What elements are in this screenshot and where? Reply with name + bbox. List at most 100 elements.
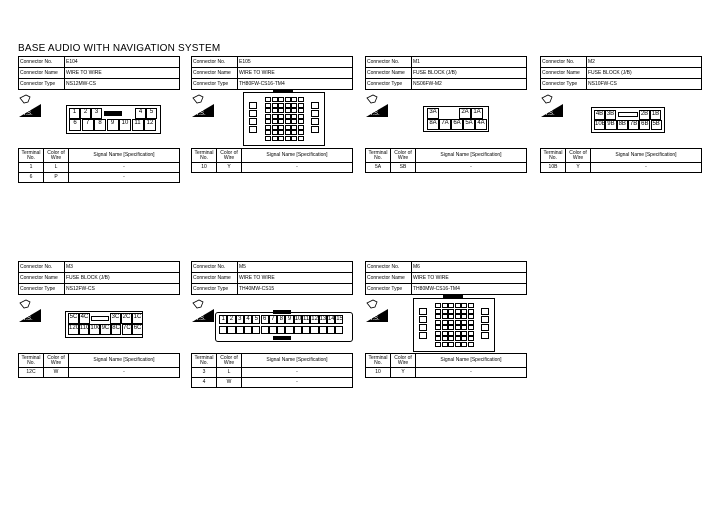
connector-pin: 7	[81, 119, 94, 131]
connector-cavity	[311, 118, 319, 125]
wire-color-header: Color of Wire	[390, 148, 416, 163]
hs-symbol: H.S.	[19, 94, 41, 117]
connector-cavity	[297, 119, 304, 124]
connector-cavity	[419, 316, 427, 323]
connector-pin: 5C	[68, 313, 79, 324]
info-key: Connector No.	[365, 261, 412, 273]
connector-pin: 8A	[427, 119, 439, 130]
wire-color-header: Color of Wire	[43, 353, 69, 368]
connector-pin: 7	[268, 315, 278, 324]
signal-name: -	[590, 162, 702, 173]
connector-cavity	[284, 130, 291, 135]
connector-cavity	[271, 119, 278, 124]
connector-pin: 2	[80, 108, 91, 119]
info-key: Connector No.	[365, 56, 412, 68]
connector-cavity	[291, 135, 297, 141]
info-key: Connector Type	[18, 78, 65, 90]
connector-cavity	[448, 308, 454, 314]
signal-name-header: Signal Name [Specification]	[415, 148, 527, 163]
connector-cavity	[448, 325, 454, 330]
connector-name: WIRE TO WIRE	[237, 272, 353, 284]
connector-pin: 6	[69, 119, 81, 131]
connector-cavity	[435, 325, 441, 330]
connector-cavity	[454, 330, 461, 336]
connector-cavity	[318, 326, 327, 334]
terminal-no-header: Terminal No.	[365, 148, 391, 163]
connector-cavity	[278, 97, 284, 102]
connector-pin: 5	[146, 108, 157, 119]
connector-pin: 10	[293, 315, 302, 324]
connector-cavity	[291, 108, 297, 113]
connector-number: M1	[411, 56, 527, 68]
connector-cavity	[291, 119, 297, 124]
wire-color: Y	[216, 162, 242, 173]
info-key: Connector No.	[191, 56, 238, 68]
hs-label: H.S.	[21, 111, 33, 117]
connector-name: WIRE TO WIRE	[411, 272, 527, 284]
info-row: Connector No.M3	[18, 261, 180, 273]
wire-color-header: Color of Wire	[216, 148, 242, 163]
connector-cavity	[448, 336, 454, 341]
harness-side-icon: H.S.	[191, 298, 214, 322]
connector-cavity	[268, 326, 278, 334]
terminal-no: 10B	[540, 162, 566, 173]
info-key: Connector No.	[540, 56, 587, 68]
info-key: Connector Type	[18, 283, 65, 295]
signal-name-header: Signal Name [Specification]	[415, 353, 527, 368]
connector-cavity	[297, 108, 304, 113]
connector-pin: 1B	[650, 110, 661, 120]
connector-pin: 15	[335, 315, 344, 324]
wire-color-header: Color of Wire	[43, 148, 69, 163]
connector-cavity	[435, 303, 441, 308]
connector-pin: 8	[277, 315, 286, 324]
connector-pin: 1	[69, 108, 80, 119]
terminal-no: 6	[18, 172, 44, 183]
connector-cavity	[271, 124, 278, 130]
hs-symbol: H.S.	[366, 299, 388, 322]
connector-cavity	[277, 326, 286, 334]
connector-pin: 11C	[78, 324, 90, 335]
signal-name: -	[241, 162, 353, 173]
connector-cavity	[278, 102, 284, 108]
wire-color: L	[43, 162, 69, 173]
connector-name: FUSE BLOCK (J/B)	[64, 272, 180, 284]
hs-symbol: H.S.	[541, 94, 563, 117]
connector-pin: 12	[310, 315, 319, 324]
connector-cavity	[441, 341, 448, 347]
connector-type: TH40MW-CS15	[237, 283, 353, 295]
connector-cavity	[481, 332, 489, 339]
connector-cavity	[481, 316, 489, 323]
wire-color: P	[43, 172, 69, 183]
connector-cavity	[265, 113, 271, 119]
connector-pin: 9	[106, 119, 119, 131]
connector-pin: 2C	[121, 313, 132, 324]
wire-color: W	[216, 377, 242, 388]
connector-type: NS12MW-CS	[64, 78, 180, 90]
wire-color: Y	[390, 367, 416, 378]
key-slot	[273, 336, 291, 340]
connector-cavity	[219, 326, 228, 334]
connector-cavity	[278, 113, 284, 119]
connector-cavity	[297, 130, 304, 135]
connector-cavity	[227, 326, 236, 334]
